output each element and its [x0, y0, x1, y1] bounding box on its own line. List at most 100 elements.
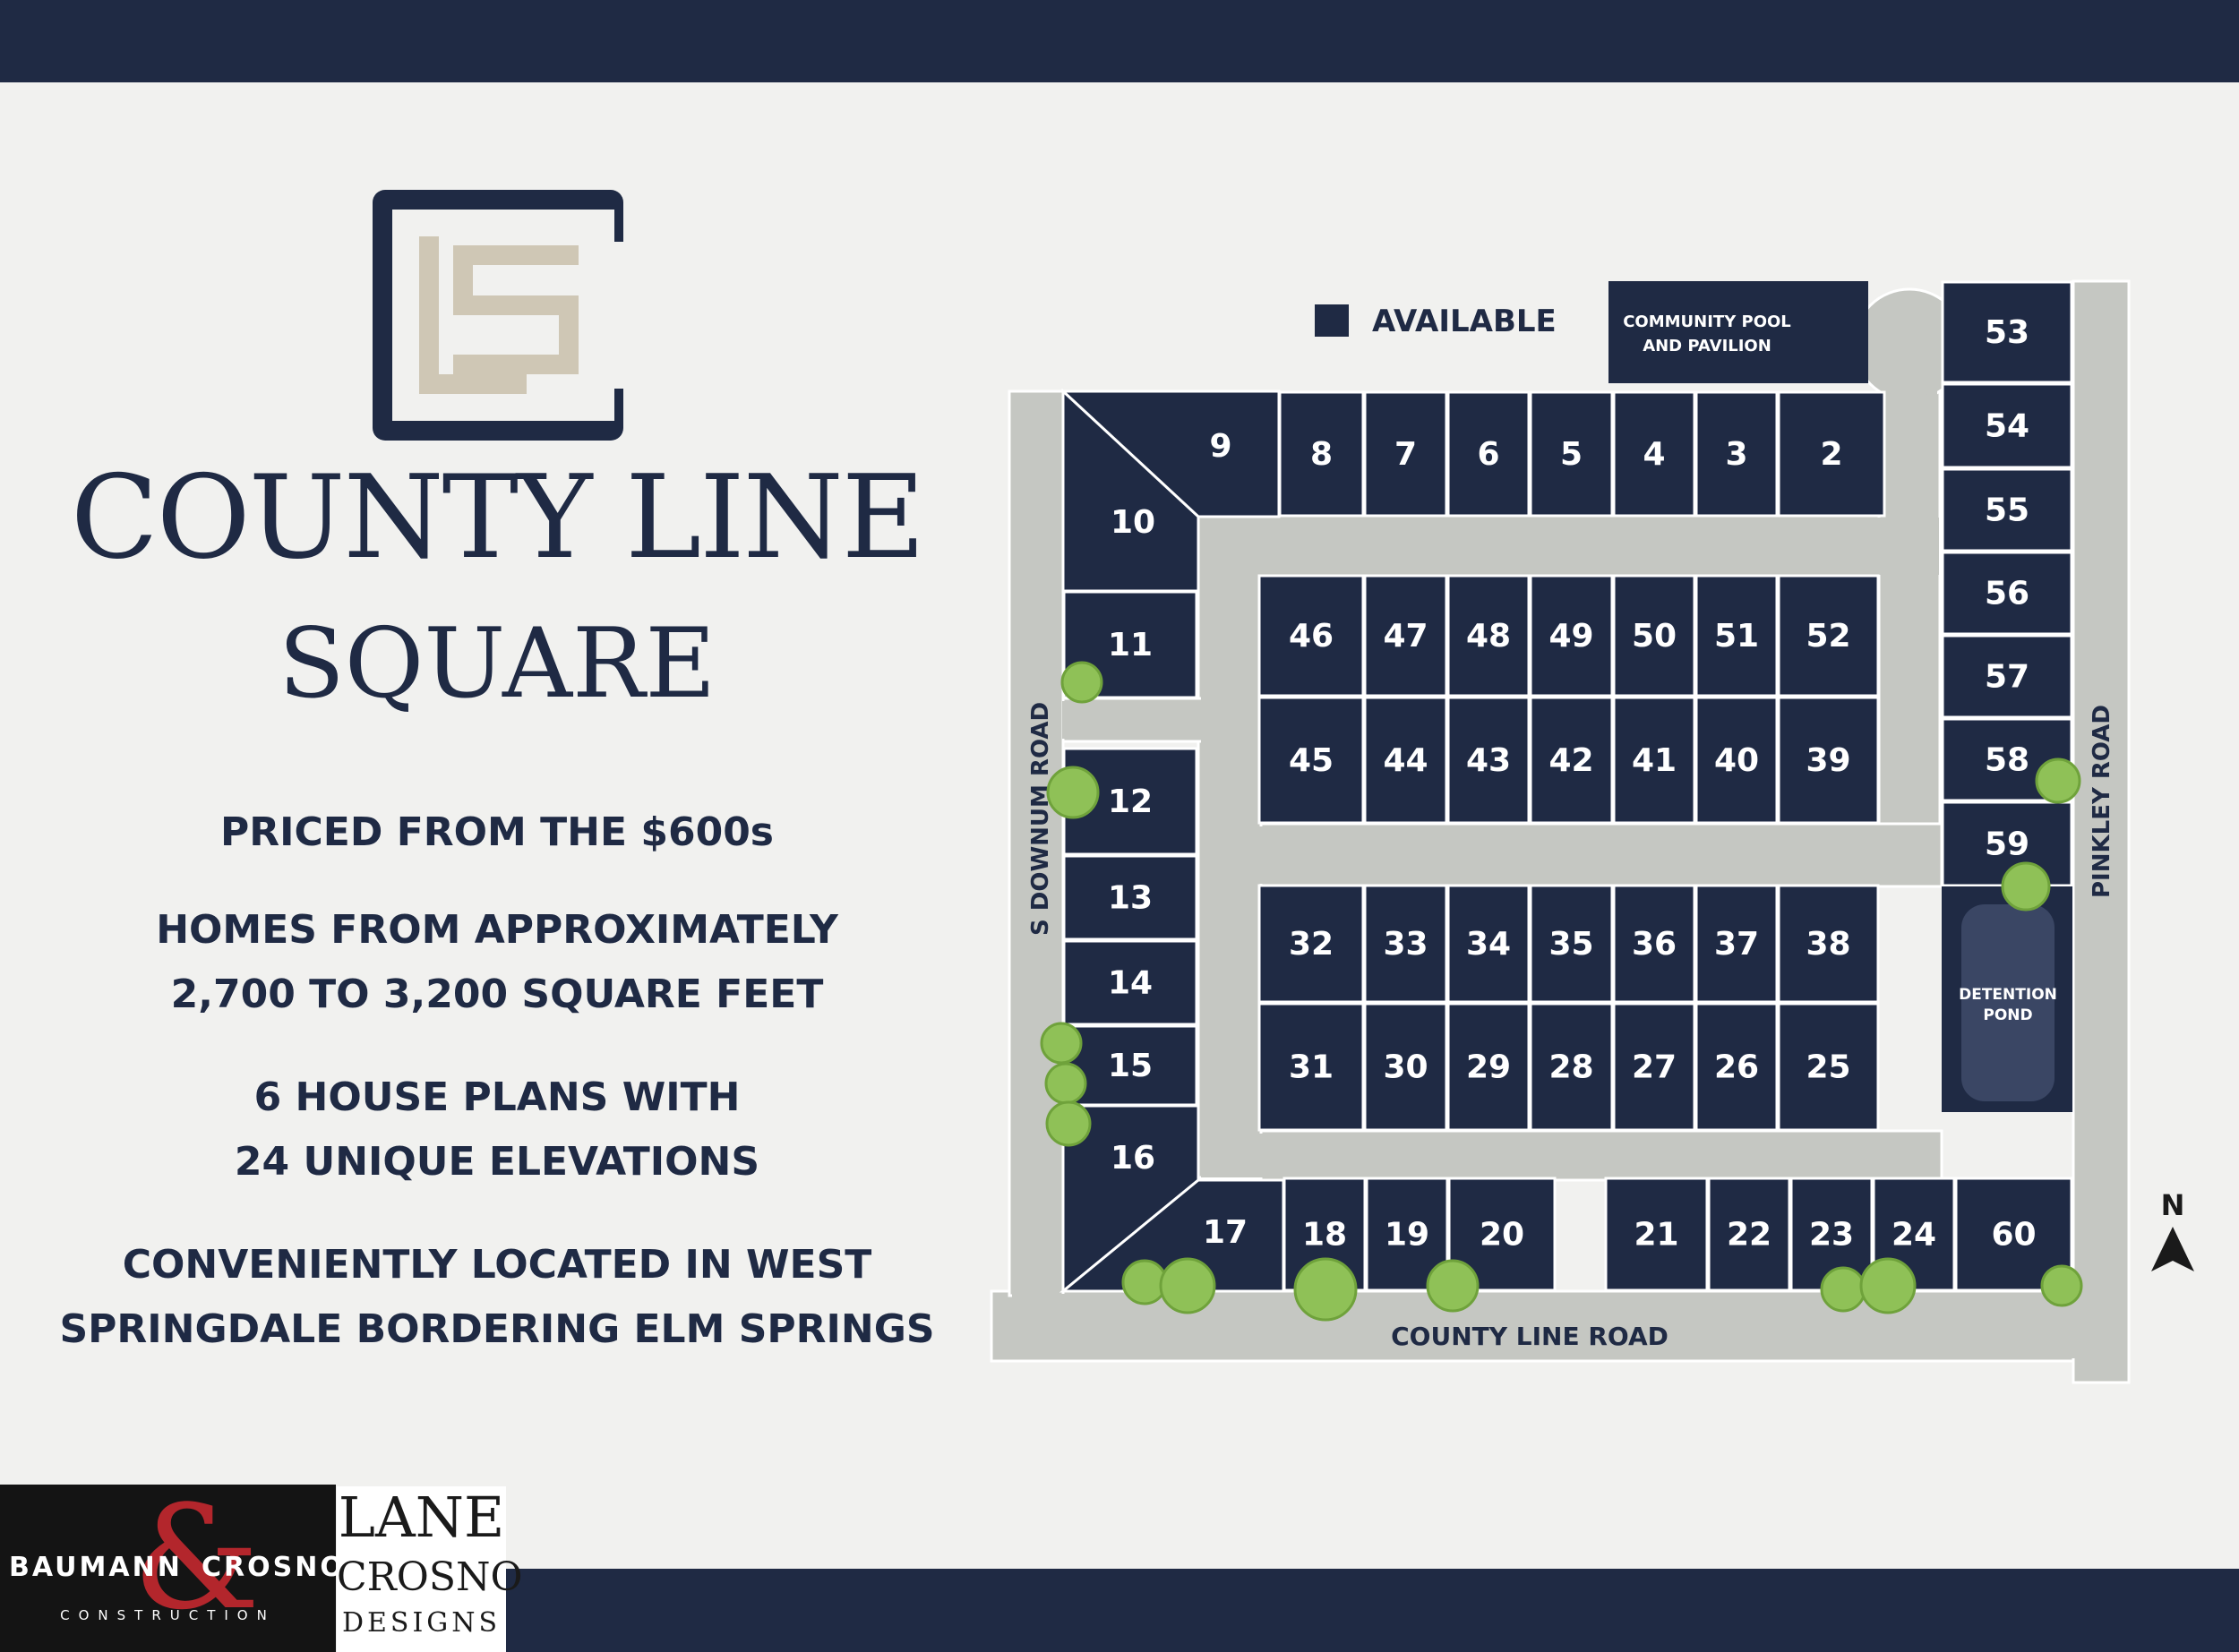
lot-number-19: 19: [1385, 1217, 1429, 1254]
lot-number-37: 37: [1714, 926, 1759, 963]
county-line-square-logo: [373, 190, 623, 441]
lot-number-55: 55: [1985, 492, 2029, 529]
lot-number-11: 11: [1108, 627, 1153, 663]
lot-32: [1257, 884, 1365, 1004]
lot-number-16: 16: [1111, 1140, 1155, 1177]
community-pool-pavilion: [1608, 281, 1868, 383]
lot-43: [1446, 696, 1531, 825]
community-name-line1: COUNTY LINE: [70, 451, 925, 585]
lot-6: [1446, 390, 1531, 518]
lot-number-18: 18: [1302, 1217, 1347, 1254]
lot-number-27: 27: [1632, 1049, 1677, 1086]
lot-number-20: 20: [1480, 1217, 1524, 1254]
lot-42: [1529, 696, 1614, 825]
builder-name-right: CROSNO: [202, 1552, 346, 1583]
tree-icon: [2040, 1264, 2083, 1307]
lot-26: [1694, 1002, 1779, 1132]
lot-number-32: 32: [1289, 926, 1334, 963]
lot-number-21: 21: [1634, 1217, 1678, 1254]
north-arrow-icon: [2151, 1227, 2194, 1271]
lot-31: [1257, 1002, 1365, 1132]
lot-number-8: 8: [1310, 436, 1333, 473]
pool-label-line2: AND PAVILION: [1643, 337, 1771, 355]
lot-number-49: 49: [1548, 618, 1593, 655]
lot-52: [1777, 574, 1880, 698]
feature-plans: 6 HOUSE PLANS WITH 24 UNIQUE ELEVATIONS: [234, 1074, 760, 1185]
tree-icon: [1044, 1062, 1087, 1105]
lot-21: [1604, 1177, 1709, 1292]
trees-layer: [1040, 661, 2083, 1322]
lot-38: [1777, 884, 1880, 1004]
builder-ampersand: &: [133, 1474, 261, 1641]
lot-number-43: 43: [1466, 742, 1511, 779]
tree-icon: [1820, 1266, 1866, 1313]
tree-icon: [1045, 1100, 1092, 1147]
lot-13: [1062, 854, 1198, 941]
tree-icon: [1060, 661, 1103, 704]
lot-39: [1777, 696, 1880, 825]
lot-number-23: 23: [1809, 1217, 1854, 1254]
lot-number-52: 52: [1806, 618, 1850, 655]
lot-number-38: 38: [1806, 926, 1850, 963]
lot-number-33: 33: [1383, 926, 1428, 963]
lot-5: [1529, 390, 1614, 518]
lot-53: [1941, 280, 2073, 384]
lot-35: [1529, 884, 1614, 1004]
lot-7: [1363, 390, 1448, 518]
lot-54: [1941, 382, 2073, 469]
lot-number-54: 54: [1985, 408, 2029, 445]
tree-icon: [1293, 1257, 1358, 1322]
community-name-line2: SQUARE: [278, 608, 716, 720]
detention-pond: [1961, 904, 2055, 1101]
lot-33: [1363, 884, 1448, 1004]
feature-location: CONVENIENTLY LOCATED IN WEST SPRINGDALE …: [59, 1242, 935, 1352]
lot-number-44: 44: [1383, 742, 1428, 779]
pool-label-line1: COMMUNITY POOL: [1623, 312, 1791, 331]
lot-number-60: 60: [1991, 1217, 2036, 1254]
lot-46: [1257, 574, 1365, 698]
lot-number-15: 15: [1108, 1048, 1153, 1084]
lot-number-42: 42: [1548, 742, 1593, 779]
lot-number-17: 17: [1203, 1214, 1248, 1251]
pond-label-line2: POND: [1983, 1006, 2032, 1024]
lot-55: [1941, 467, 2073, 552]
north-label: N: [2161, 1188, 2185, 1222]
lot-number-56: 56: [1985, 576, 2029, 612]
lot-51: [1694, 574, 1779, 698]
lot-number-22: 22: [1727, 1217, 1771, 1254]
lot-number-47: 47: [1383, 618, 1428, 655]
lot-number-14: 14: [1108, 965, 1153, 1002]
tree-icon: [1426, 1259, 1480, 1313]
lot-number-59: 59: [1985, 826, 2029, 863]
lot-57: [1941, 634, 2073, 719]
lot-10: [1061, 388, 1200, 593]
builder-name-left: BAUMANN: [9, 1552, 183, 1583]
road-label-county-line: COUNTY LINE ROAD: [1391, 1322, 1669, 1351]
lot-number-34: 34: [1466, 926, 1511, 963]
lot-27: [1612, 1002, 1696, 1132]
lot-number-51: 51: [1714, 618, 1759, 655]
lot-number-57: 57: [1985, 659, 2029, 696]
lot-25: [1777, 1002, 1880, 1132]
lot-15: [1062, 1024, 1198, 1107]
lot-49: [1529, 574, 1614, 698]
lot-56: [1941, 551, 2073, 636]
feature-price: PRICED FROM THE $600s: [220, 809, 774, 855]
lot-number-2: 2: [1820, 436, 1842, 473]
lot-number-58: 58: [1985, 742, 2029, 779]
lot-48: [1446, 574, 1531, 698]
lot-34: [1446, 884, 1531, 1004]
tree-icon: [2035, 758, 2081, 804]
lot-number-13: 13: [1108, 880, 1153, 917]
builder-subtitle: CONSTRUCTION: [60, 1607, 276, 1623]
road-label-pinkley: PINKLEY ROAD: [2089, 705, 2115, 898]
builder-name: BAUMANN CROSNO: [9, 1552, 343, 1583]
lot-36: [1612, 884, 1696, 1004]
lot-number-3: 3: [1725, 436, 1747, 473]
lot-number-24: 24: [1892, 1217, 1936, 1254]
designer-line2: CROSNO: [337, 1554, 523, 1600]
lot-number-6: 6: [1477, 436, 1499, 473]
lot-number-30: 30: [1383, 1049, 1428, 1086]
lot-number-7: 7: [1394, 436, 1417, 473]
